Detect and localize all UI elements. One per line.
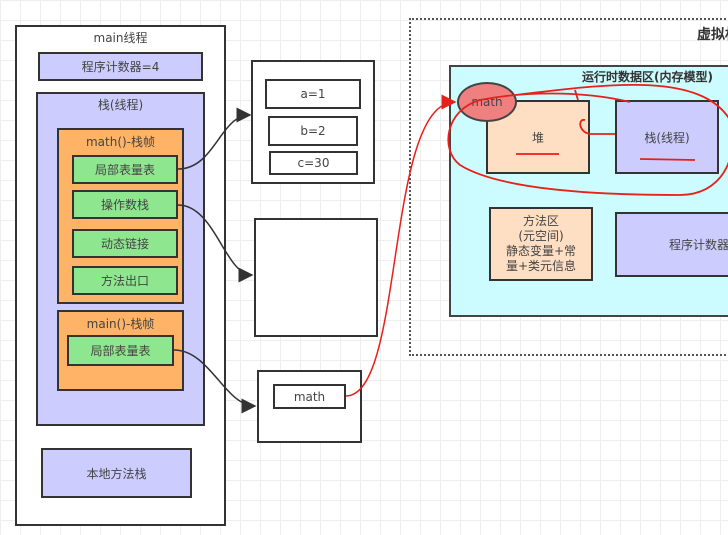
item-label: 动态链接 [100,237,149,251]
math-method-exit: 方法出口 [72,266,178,295]
local-label: b=2 [300,124,326,138]
method-area-label: 方法区 (元空间) 静态变量+常 量+类元信息 [505,214,577,273]
item-label: 操作数栈 [100,198,149,212]
heap: 堆 [486,100,590,174]
heap-object-math: math [457,82,517,122]
native-stack-label: 本地方法栈 [86,466,147,481]
program-counter: 程序计数器=4 [38,52,203,81]
main-frame-title: main()-栈帧 [86,317,155,331]
arrow-main-locals [173,349,257,414]
main-local-variable-table: 局部表量表 [67,335,174,366]
jvm-title: 虚拟机 [697,27,728,43]
thread-stack-title: 栈(线程) [97,98,144,112]
program-counter-label: 程序计数器=4 [81,60,160,74]
native-method-stack: 本地方法栈 [41,448,192,498]
math-reference-label: math [293,389,326,404]
local-a: a=1 [265,79,361,109]
item-label: 局部表量表 [90,344,151,358]
jvm-pc-label: 程序计数器 [669,238,728,252]
local-b: b=2 [268,116,358,146]
item-label: 局部表量表 [94,163,155,177]
local-c: c=30 [269,151,358,175]
runtime-area-title: 运行时数据区(内存模型) [582,70,713,84]
math-local-variable-table: 局部表量表 [72,155,178,184]
heap-object-label: math [471,95,503,109]
local-label: c=30 [297,156,330,170]
math-frame-title: math()-栈帧 [85,135,156,149]
method-area: 方法区 (元空间) 静态变量+常 量+类元信息 [489,207,593,281]
jvm-container: 虚拟机 [409,18,728,356]
jvm-stack: 栈(线程) [615,100,719,174]
jvm-program-counter: 程序计数器 [615,212,728,277]
arrow-operand-stack [177,204,254,283]
jvm-stack-label: 栈(线程) [644,130,690,145]
math-reference: math [273,384,346,409]
arrow-math-to-heap [345,94,457,397]
item-label: 方法出口 [100,274,149,288]
math-operand-stack: 操作数栈 [72,190,178,219]
arrow-locals [177,107,252,170]
local-label: a=1 [300,87,326,101]
math-dynamic-link: 动态链接 [72,229,178,258]
operand-stack-box [254,218,378,337]
red-annotation [447,83,728,196]
main-thread-title: main线程 [93,31,148,45]
heap-label: 堆 [531,130,544,145]
